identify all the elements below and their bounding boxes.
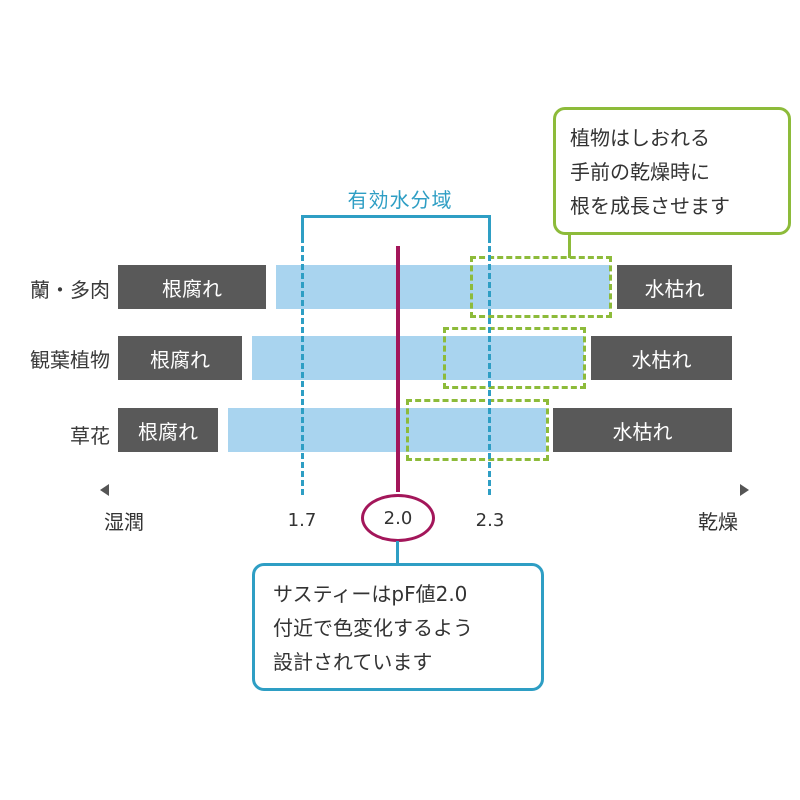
pf-2-0-line — [396, 246, 400, 492]
effective-zone-label: 有効水分域 — [347, 188, 453, 212]
drying-zone-orchid — [470, 256, 612, 318]
drying-zone-flowers — [406, 399, 549, 461]
green-callout-line-3: 根を成長させます — [570, 194, 730, 218]
root-rot-box-orchid: 根腐れ — [118, 265, 266, 309]
green-callout-line-2: 手前の乾燥時に — [570, 160, 710, 184]
tick-label-2-3: 2.3 — [475, 510, 505, 531]
dashed-line-2-3 — [488, 237, 491, 495]
axis-label-wet: 湿潤 — [104, 510, 144, 534]
tick-label-2-0: 2.0 — [383, 507, 413, 529]
left-arrow-icon — [100, 484, 109, 496]
root-rot-box-flowers: 根腐れ — [118, 408, 218, 452]
axis-label-dry: 乾燥 — [698, 510, 738, 534]
row-label-foliage-plants: 観葉植物 — [30, 348, 110, 372]
effective-zone-bracket-left — [301, 215, 304, 237]
water-wilt-box-foliage: 水枯れ — [591, 336, 732, 380]
water-wilt-box-flowers: 水枯れ — [553, 408, 732, 452]
water-wilt-box-orchid: 水枯れ — [617, 265, 732, 309]
green-callout: 植物はしおれる 手前の乾燥時に 根を成長させます — [553, 107, 791, 235]
right-arrow-icon — [740, 484, 749, 496]
moisture-bar-foliage — [252, 336, 584, 380]
moisture-bar-flowers — [228, 408, 546, 452]
moisture-bar-orchid — [276, 265, 610, 309]
blue-callout: サスティーはpF値2.0 付近で色変化するよう 設計されています — [252, 563, 544, 691]
green-callout-line-1: 植物はしおれる — [570, 126, 710, 150]
blue-callout-line-1: サスティーはpF値2.0 — [273, 582, 468, 606]
blue-callout-line-3: 設計されています — [273, 650, 433, 674]
effective-zone-bracket-right — [488, 215, 491, 237]
root-rot-box-foliage: 根腐れ — [118, 336, 242, 380]
effective-zone-bracket-top — [301, 215, 491, 218]
row-label-flowers: 草花 — [70, 424, 110, 448]
row-label-orchid-succulent: 蘭・多肉 — [30, 278, 110, 302]
drying-zone-foliage — [443, 327, 586, 389]
pf-circle-connector — [396, 541, 399, 565]
tick-label-1-7: 1.7 — [287, 510, 317, 531]
blue-callout-line-2: 付近で色変化するよう — [273, 616, 473, 640]
pf-2-0-circle: 2.0 — [361, 494, 435, 542]
green-callout-connector — [568, 234, 571, 258]
dashed-line-1-7 — [301, 237, 304, 495]
